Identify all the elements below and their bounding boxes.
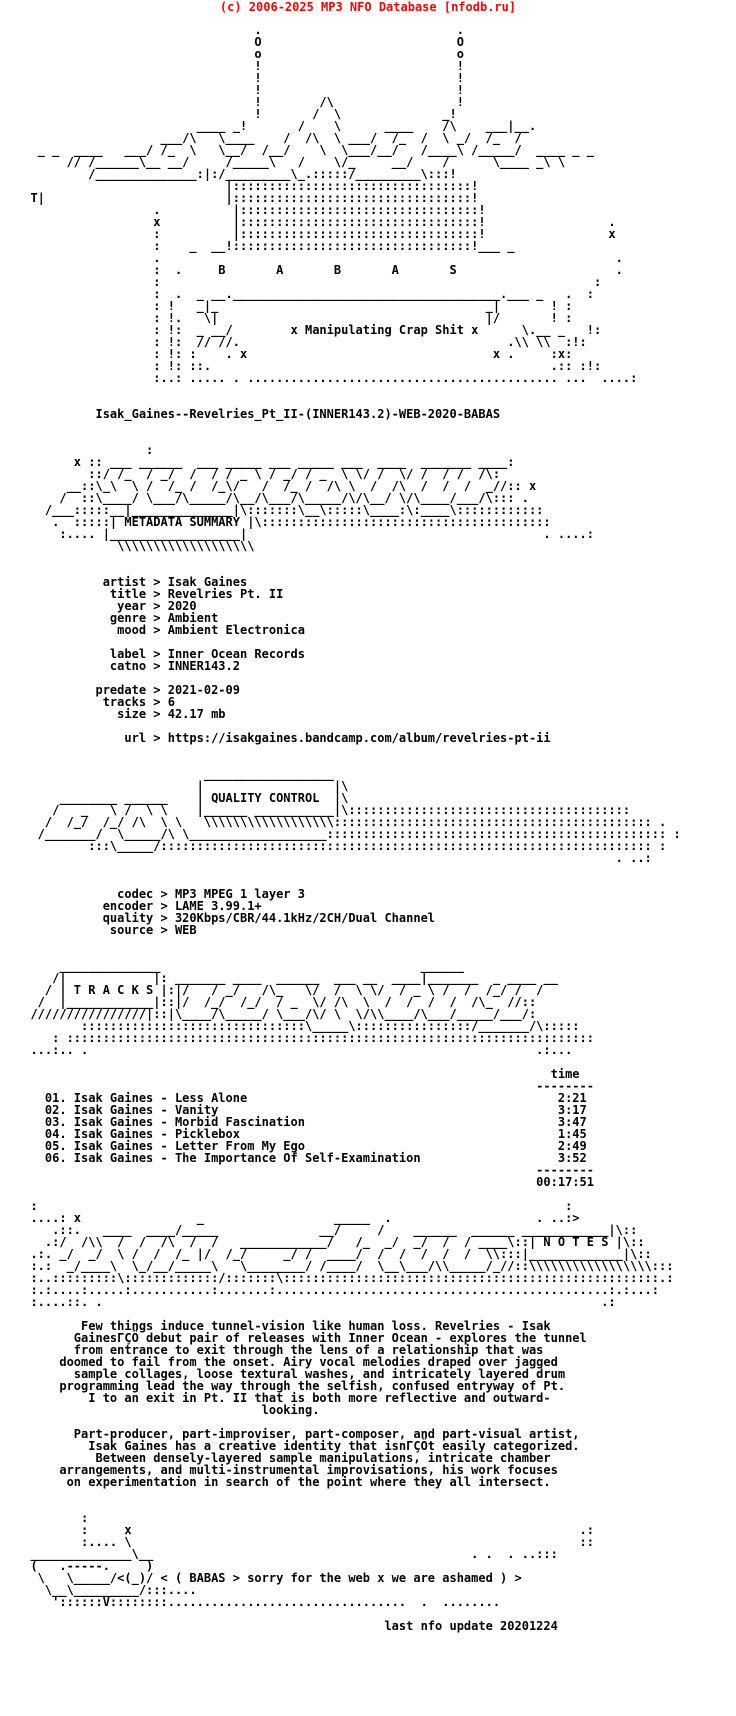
nfo-text-block: . . O O o o ! — [30, 23, 681, 1633]
copyright-header[interactable]: (c) 2006-2025 MP3 NFO Database [nfodb.ru… — [219, 0, 517, 14]
